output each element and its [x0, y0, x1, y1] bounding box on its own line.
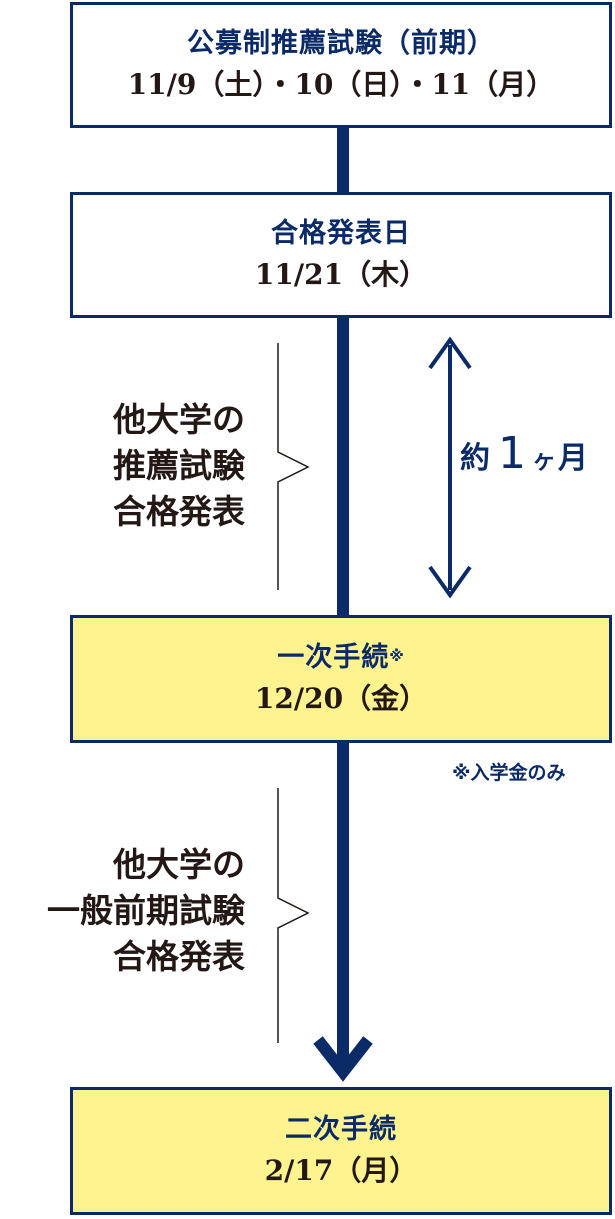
side-label-line: 他大学の [113, 400, 245, 439]
side-label-line: 他大学の [113, 845, 245, 884]
step-box-first-procedure: 一次手続※ 12/20（金） [70, 615, 612, 743]
step-title: 公募制推薦試験（前期） [187, 28, 495, 59]
side-label-other-general-exam: 他大学の 一般前期試験 合格発表 [47, 842, 245, 980]
side-label-line: 合格発表 [113, 937, 245, 976]
side-label-other-recommendation: 他大学の 推薦試験 合格発表 [113, 397, 245, 535]
footnote: ※入学金のみ [452, 762, 566, 784]
step-box-second-procedure: 二次手続 2/17（月） [70, 1087, 612, 1215]
step-title-mark: ※ [389, 647, 405, 665]
interval-arrow-top-head [428, 336, 472, 370]
interval-prefix: 約 [460, 441, 490, 476]
side-bracket-1 [277, 343, 310, 590]
interval-counter: ヶ [532, 446, 556, 474]
step-date: 12/20（金） [254, 682, 428, 715]
side-bracket-2 [277, 788, 310, 1043]
interval-arrow-bottom-head [428, 565, 472, 599]
step-title: 合格発表日 [271, 218, 411, 249]
connector-arrow-shaft [337, 1030, 349, 1070]
interval-label: 約 1 ヶ 月 [460, 428, 588, 479]
step-date: 11/21（木） [254, 258, 428, 291]
interval-number: 1 [498, 428, 526, 479]
side-label-line: 一般前期試験 [47, 891, 245, 930]
side-label-line: 推薦試験 [113, 446, 245, 485]
step-date: 2/17（月） [264, 1154, 418, 1187]
step-title: 一次手続※ [277, 641, 405, 675]
step-box-recommendation-exam: 公募制推薦試験（前期） 11/9（土）・10（日）・11（月） [70, 2, 612, 128]
step-title-text: 一次手続 [277, 642, 390, 673]
connector-line-3 [337, 742, 349, 1032]
step-title: 二次手続 [285, 1114, 397, 1145]
connector-arrowhead [313, 1036, 373, 1082]
step-date: 11/9（土）・10（日）・11（月） [127, 68, 555, 101]
connector-line-1 [337, 128, 349, 194]
step-box-result-announcement: 合格発表日 11/21（木） [70, 192, 612, 318]
connector-line-2 [337, 316, 349, 616]
side-label-line: 合格発表 [113, 492, 245, 531]
interval-unit: 月 [558, 441, 588, 476]
